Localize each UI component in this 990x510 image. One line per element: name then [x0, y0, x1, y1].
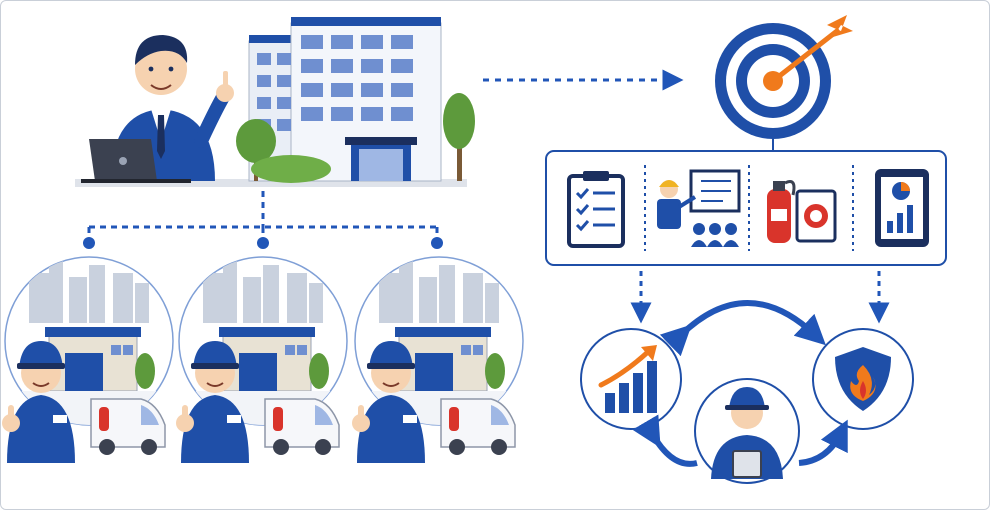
- tablet-report-icon: [875, 169, 929, 247]
- fire-extinguisher-icon: [273, 407, 283, 431]
- city-skyline: [379, 261, 499, 323]
- services-panel: [545, 150, 947, 266]
- branch-site-2: [176, 256, 348, 463]
- technician-thumbs-up-icon: [2, 341, 75, 463]
- headquarters-group: [75, 17, 475, 187]
- fire-extinguisher-icon: [767, 180, 796, 243]
- tree-icon: [135, 353, 155, 389]
- city-skyline: [203, 261, 323, 323]
- city-skyline: [29, 261, 149, 323]
- fire-protection-shield-icon: [812, 328, 914, 430]
- branch-row: [2, 256, 524, 463]
- branch-site-1: [2, 256, 174, 463]
- branch-node-2: [257, 237, 269, 249]
- service-van-icon: [440, 398, 516, 455]
- service-van-icon: [264, 398, 340, 455]
- training-session-icon: [657, 169, 741, 247]
- fire-extinguisher-icon: [99, 407, 109, 431]
- cycle-arrow-top: [659, 300, 826, 357]
- improvement-cycle: [580, 300, 914, 484]
- cycle-arrow-left: [632, 414, 698, 467]
- checklist-icon: [567, 171, 625, 248]
- growth-chart-icon: [580, 328, 682, 430]
- tree-icon: [236, 93, 475, 183]
- tree-icon: [485, 353, 505, 389]
- tree-icon: [309, 353, 329, 389]
- branch-site-3: [352, 256, 524, 463]
- service-van-icon: [90, 398, 166, 455]
- branch-warehouse-icon: [45, 327, 141, 392]
- branch-node-1: [83, 237, 95, 249]
- fire-alarm-panel-icon: [795, 189, 837, 243]
- headquarters-manager-icon: [81, 35, 234, 183]
- technician-thumbs-up-icon: [352, 341, 425, 463]
- target-icon: [715, 15, 853, 139]
- branch-warehouse-icon: [395, 327, 491, 392]
- cycle-arrow-right: [798, 419, 848, 466]
- ground-strip: [75, 179, 467, 187]
- technician-thumbs-up-icon: [176, 341, 249, 463]
- inspector-technician-icon: [694, 378, 800, 484]
- fire-extinguisher-icon: [449, 407, 459, 431]
- branch-node-3: [431, 237, 443, 249]
- branch-warehouse-icon: [219, 327, 315, 392]
- branch-connector-tree: [87, 191, 439, 241]
